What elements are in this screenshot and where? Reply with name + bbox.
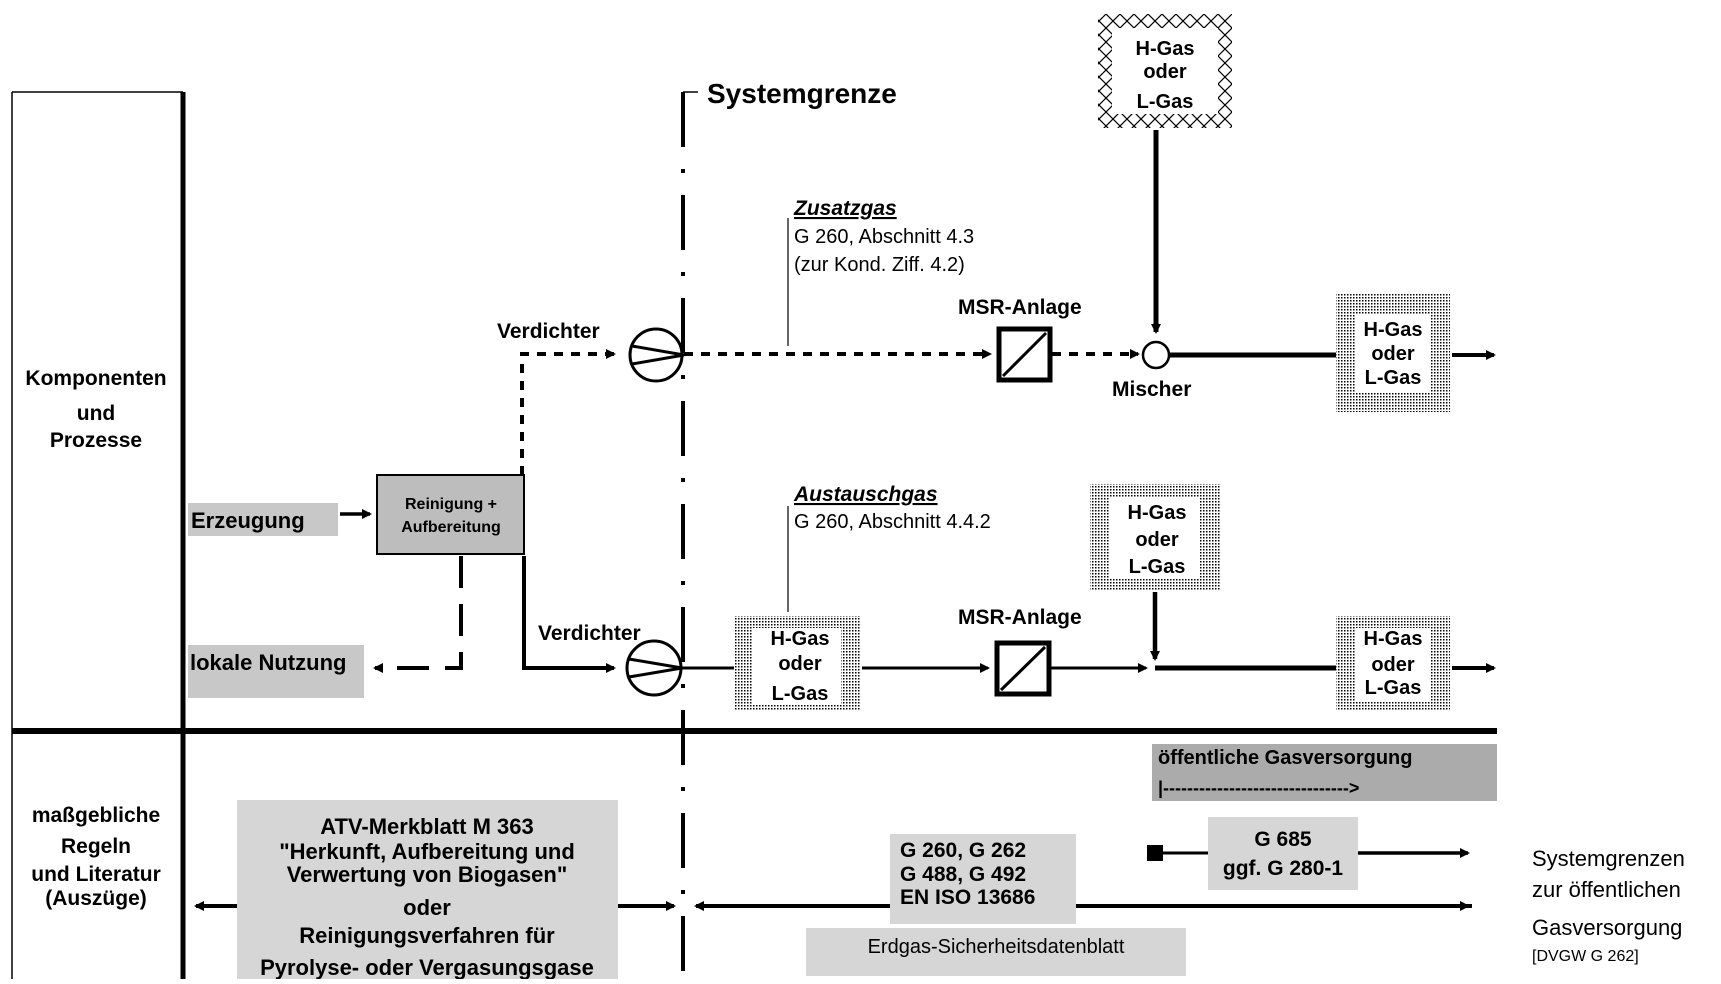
g260-rules-box: G 260, G 262 G 488, G 492 EN ISO 13686 xyxy=(890,834,1076,924)
svg-text:Reinigungsverfahren für: Reinigungsverfahren für xyxy=(299,923,555,948)
svg-text:H-Gas: H-Gas xyxy=(1364,319,1423,341)
svg-text:[DVGW G 262]: [DVGW G 262] xyxy=(1532,948,1639,965)
svg-text:oder: oder xyxy=(1371,343,1415,365)
erdgas-sicherheitsdatenblatt-box: Erdgas-Sicherheitsdatenblatt xyxy=(806,928,1186,976)
svg-text:G 488, G 492: G 488, G 492 xyxy=(900,863,1026,886)
msr-upper-icon xyxy=(996,326,1053,383)
svg-text:oder: oder xyxy=(1143,61,1187,83)
footnote: Systemgrenzen zur öffentlichen Gasversor… xyxy=(1532,846,1685,965)
svg-text:ATV-Merkblatt M 363: ATV-Merkblatt M 363 xyxy=(320,814,534,839)
g685-rules-box: G 685 ggf. G 280-1 xyxy=(1208,817,1358,890)
msr-lower-label: MSR-Anlage xyxy=(958,606,1082,629)
svg-text:G 260, Abschnitt 4.3: G 260, Abschnitt 4.3 xyxy=(794,226,974,248)
svg-text:öffentliche Gasversorgung: öffentliche Gasversorgung xyxy=(1158,747,1413,769)
verdichter-upper-label: Verdichter xyxy=(497,320,600,343)
svg-text:Reinigung +: Reinigung + xyxy=(405,496,497,513)
svg-text:(Auszüge): (Auszüge) xyxy=(45,887,147,910)
svg-text:H-Gas: H-Gas xyxy=(771,628,830,650)
erzeugung-box: Erzeugung xyxy=(188,503,338,536)
svg-text:H-Gas: H-Gas xyxy=(1364,628,1423,650)
svg-text:Erdgas-Sicherheitsdatenblatt: Erdgas-Sicherheitsdatenblatt xyxy=(868,936,1125,958)
compressor-lower-icon xyxy=(625,639,683,697)
svg-text:G 260, G 262: G 260, G 262 xyxy=(900,839,1026,862)
system-boundary: Systemgrenze xyxy=(681,78,897,979)
svg-text:|-----------------------------: |-------------------------------> xyxy=(1158,778,1359,798)
svg-text:L-Gas: L-Gas xyxy=(1365,367,1422,389)
svg-text:L-Gas: L-Gas xyxy=(1365,677,1422,699)
svg-text:Verwertung von Biogasen": Verwertung von Biogasen" xyxy=(287,862,568,887)
frame xyxy=(11,91,1497,979)
verdichter-lower-label: Verdichter xyxy=(538,622,641,645)
svg-text:oder: oder xyxy=(1135,529,1179,551)
svg-text:oder: oder xyxy=(1371,654,1415,676)
austauschgas-annotation: Austauschgas G 260, Abschnitt 4.4.2 xyxy=(787,483,991,612)
lokale-nutzung-box: lokale Nutzung xyxy=(188,645,364,698)
atv-rules-box: ATV-Merkblatt M 363 "Herkunft, Aufbereit… xyxy=(237,800,618,980)
svg-text:H-Gas: H-Gas xyxy=(1136,38,1195,60)
svg-text:zur öffentlichen: zur öffentlichen xyxy=(1532,877,1681,902)
svg-text:G 685: G 685 xyxy=(1254,828,1312,851)
g685-start-marker xyxy=(1147,845,1163,861)
svg-text:Pyrolyse- oder Vergasungsgase: Pyrolyse- oder Vergasungsgase xyxy=(260,955,594,979)
svg-text:G 260, Abschnitt 4.4.2: G 260, Abschnitt 4.4.2 xyxy=(794,511,991,533)
zusatzgas-annotation: Zusatzgas G 260, Abschnitt 4.3 (zur Kond… xyxy=(787,197,974,346)
h-gas-mid-box: H-Gas oder L-Gas xyxy=(734,616,860,710)
svg-text:L-Gas: L-Gas xyxy=(1129,556,1186,578)
h-gas-output-lower-box: H-Gas oder L-Gas xyxy=(1336,616,1450,710)
compressor-upper-icon xyxy=(628,327,685,383)
svg-text:Zusatzgas: Zusatzgas xyxy=(793,197,897,220)
h-gas-top-box: H-Gas oder L-Gas xyxy=(1098,14,1232,128)
svg-text:lokale Nutzung: lokale Nutzung xyxy=(190,650,346,675)
public-supply-band: öffentliche Gasversorgung |-------------… xyxy=(1152,744,1497,801)
mischer-icon xyxy=(1141,340,1171,370)
svg-text:EN ISO 13686: EN ISO 13686 xyxy=(900,886,1035,909)
svg-text:Erzeugung: Erzeugung xyxy=(191,508,305,533)
msr-lower-icon xyxy=(994,640,1052,697)
svg-text:Austauschgas: Austauschgas xyxy=(793,483,938,506)
austauschgas-line-to-compressor xyxy=(522,556,616,673)
svg-text:H-Gas: H-Gas xyxy=(1128,502,1187,524)
msr-upper-label: MSR-Anlage xyxy=(958,296,1082,319)
reinigung-box: Reinigung + Aufbereitung xyxy=(376,474,525,555)
svg-text:Aufbereitung: Aufbereitung xyxy=(401,519,501,536)
arrow-to-lokale-nutzung xyxy=(373,556,463,673)
svg-text:Regeln: Regeln xyxy=(61,835,131,858)
mischer-label: Mischer xyxy=(1112,378,1191,401)
h-gas-output-upper-box: H-Gas oder L-Gas xyxy=(1336,294,1450,412)
svg-text:L-Gas: L-Gas xyxy=(1137,91,1194,113)
svg-text:Gasversorgung: Gasversorgung xyxy=(1532,915,1682,940)
row-label-components: Komponenten und Prozesse xyxy=(25,367,166,452)
system-boundary-label: Systemgrenze xyxy=(707,78,897,109)
svg-text:(zur Kond. Ziff. 4.2): (zur Kond. Ziff. 4.2) xyxy=(794,254,965,276)
svg-text:oder: oder xyxy=(778,653,822,675)
svg-text:maßgebliche: maßgebliche xyxy=(32,804,160,827)
svg-text:ggf. G 280-1: ggf. G 280-1 xyxy=(1223,857,1344,880)
svg-text:Systemgrenzen: Systemgrenzen xyxy=(1532,846,1685,871)
svg-text:und Literatur: und Literatur xyxy=(31,863,161,886)
svg-text:L-Gas: L-Gas xyxy=(772,683,829,705)
zusatzgas-line-to-compressor xyxy=(520,349,616,475)
svg-text:und: und xyxy=(77,402,115,425)
h-gas-source-lower-box: H-Gas oder L-Gas xyxy=(1090,484,1220,590)
svg-text:oder: oder xyxy=(403,895,451,920)
svg-text:Prozesse: Prozesse xyxy=(50,429,142,452)
row-label-rules: maßgebliche Regeln und Literatur (Auszüg… xyxy=(31,804,161,910)
svg-text:"Herkunft, Aufbereitung und: "Herkunft, Aufbereitung und xyxy=(279,839,575,864)
svg-text:Komponenten: Komponenten xyxy=(25,367,166,390)
